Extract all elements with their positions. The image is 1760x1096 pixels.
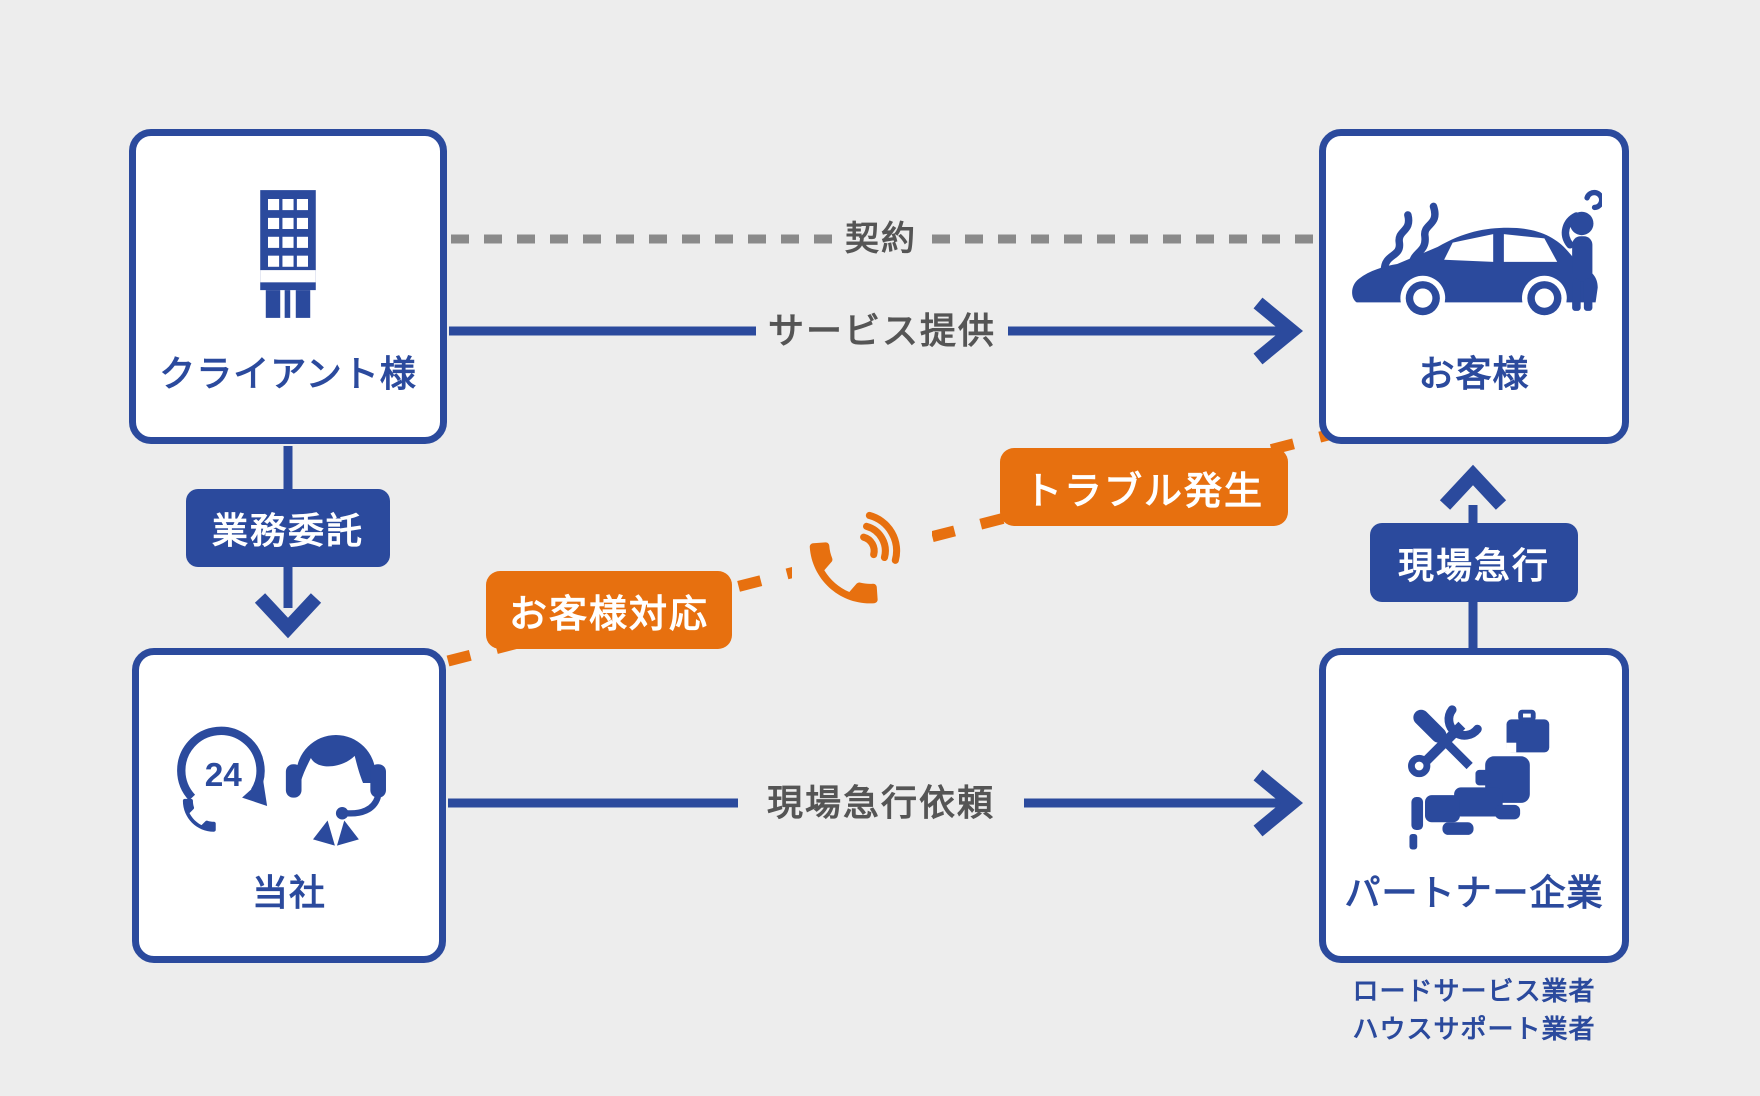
outsourcing-badge: 業務委託 (186, 489, 390, 567)
partner-sub1: ロードサービス業者 (1352, 976, 1596, 1006)
building-icon (260, 190, 316, 318)
badge-24: 24 (205, 757, 243, 794)
service-arrow (449, 297, 1304, 365)
trouble-badge: トラブル発生 (1000, 448, 1288, 526)
node-company: 24 当社 (132, 648, 446, 963)
dispatch-label: 現場急行依頼 (766, 782, 995, 823)
node-customer: お客様 (1319, 129, 1629, 444)
response-badge: お客様対応 (486, 571, 732, 649)
service-label: サービス提供 (767, 310, 996, 351)
node-partner: パートナー企業 (1319, 648, 1629, 963)
dispatch-arrow (448, 769, 1304, 837)
company-label: 当社 (251, 872, 326, 913)
customer-label: お客様 (1418, 353, 1530, 394)
phone-call-patch (792, 496, 932, 621)
tools-icon (1407, 705, 1482, 778)
tools-japan-map-icon (1407, 705, 1549, 850)
node-client: クライアント様 (129, 129, 447, 444)
confused-person (1561, 189, 1602, 311)
support-24h-operator-icon: 24 (177, 726, 386, 846)
rush-badge: 現場急行 (1370, 523, 1578, 602)
operator-icon (285, 735, 386, 846)
phone-24h-icon: 24 (177, 726, 268, 832)
briefcase-icon (1506, 709, 1549, 753)
broken-car-and-person-icon (1352, 189, 1602, 321)
phone-call-signal-icon (809, 511, 901, 604)
partner-label: パートナー企業 (1344, 872, 1604, 913)
japan-map-icon (1408, 756, 1530, 850)
partner-sub2: ハウスサポート業者 (1352, 1014, 1596, 1044)
client-label: クライアント様 (159, 353, 417, 394)
contract-label: 契約 (845, 220, 917, 258)
partner-subcaptions: ロードサービス業者 ハウスサポート業者 (1304, 972, 1644, 1048)
